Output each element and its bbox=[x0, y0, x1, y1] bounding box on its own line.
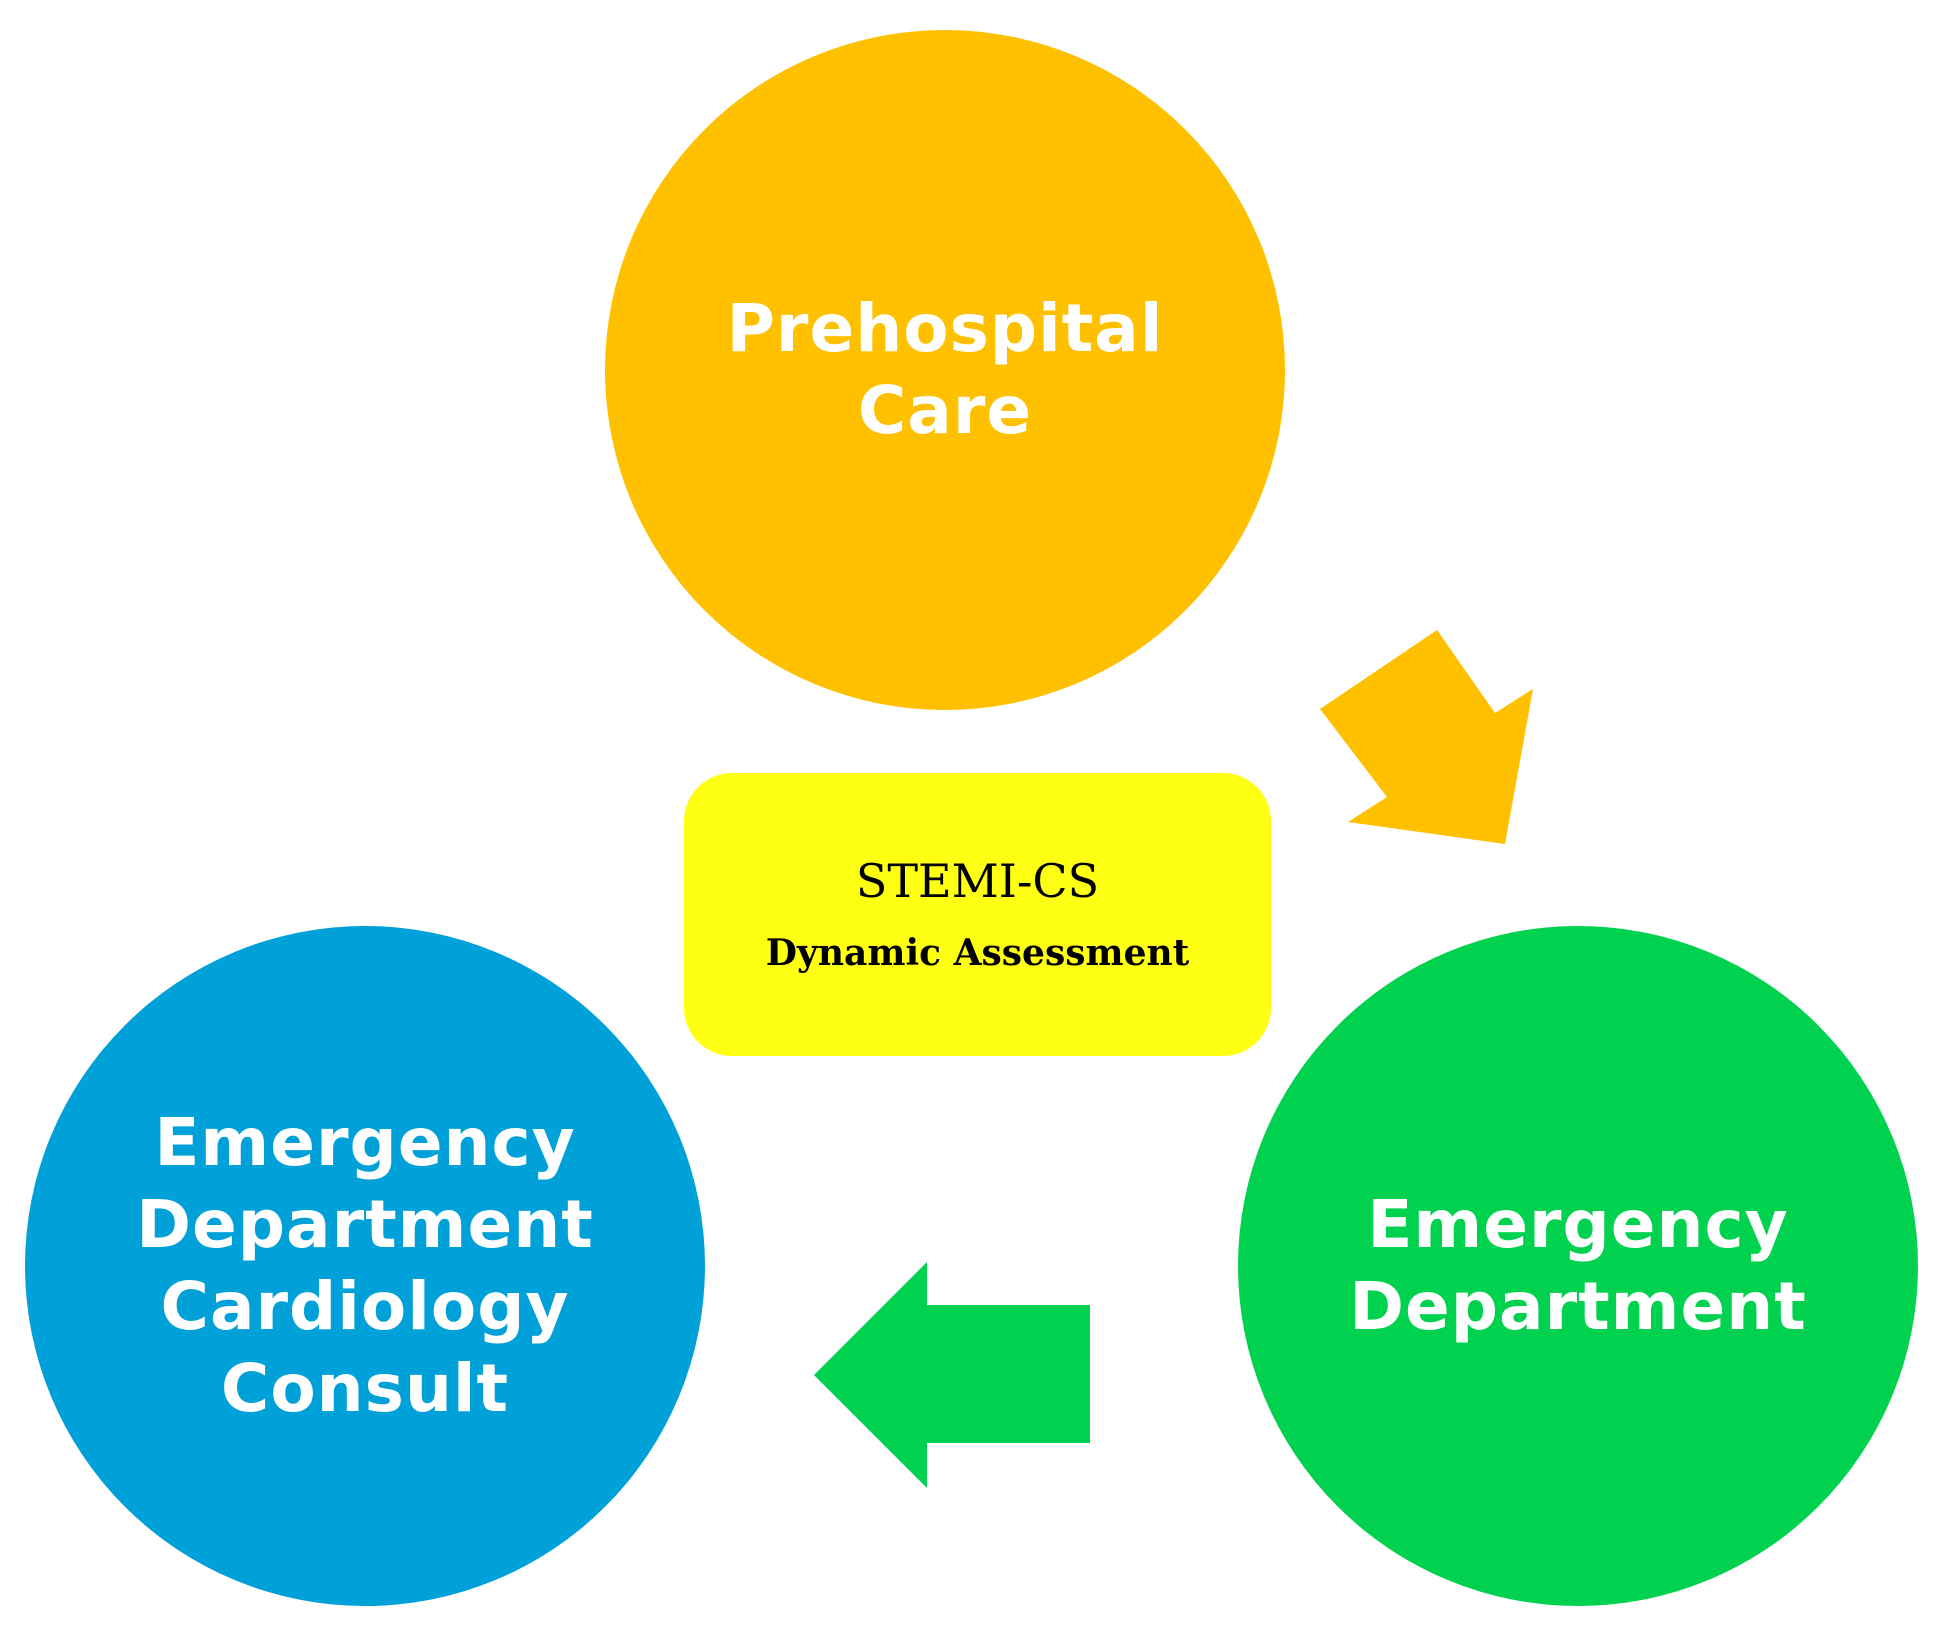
box-subtitle: Dynamic Assessment bbox=[765, 931, 1190, 974]
node-label-line: Emergency bbox=[154, 1104, 576, 1182]
node-label-line: Care bbox=[857, 372, 1033, 449]
arrow-prehospital-to-ed bbox=[1320, 630, 1533, 844]
node-label-line: Emergency bbox=[1367, 1186, 1789, 1264]
node-emergency-department: Emergency Department bbox=[1238, 926, 1918, 1606]
arrow-ed-to-cardiology bbox=[814, 1262, 1090, 1488]
node-label-line: Cardiology bbox=[160, 1268, 570, 1345]
node-label-line: Prehospital bbox=[726, 290, 1164, 368]
node-prehospital-care: Prehospital Care bbox=[605, 30, 1285, 710]
box-title: STEMI-CS bbox=[855, 854, 1100, 909]
center-assessment-box: STEMI-CS Dynamic Assessment bbox=[684, 773, 1271, 1056]
node-label-line: Consult bbox=[220, 1349, 510, 1427]
node-label-line: Department bbox=[1349, 1268, 1807, 1345]
node-label-line: Department bbox=[136, 1186, 594, 1264]
node-ed-cardiology-consult: Emergency Department Cardiology Consult bbox=[25, 926, 705, 1606]
